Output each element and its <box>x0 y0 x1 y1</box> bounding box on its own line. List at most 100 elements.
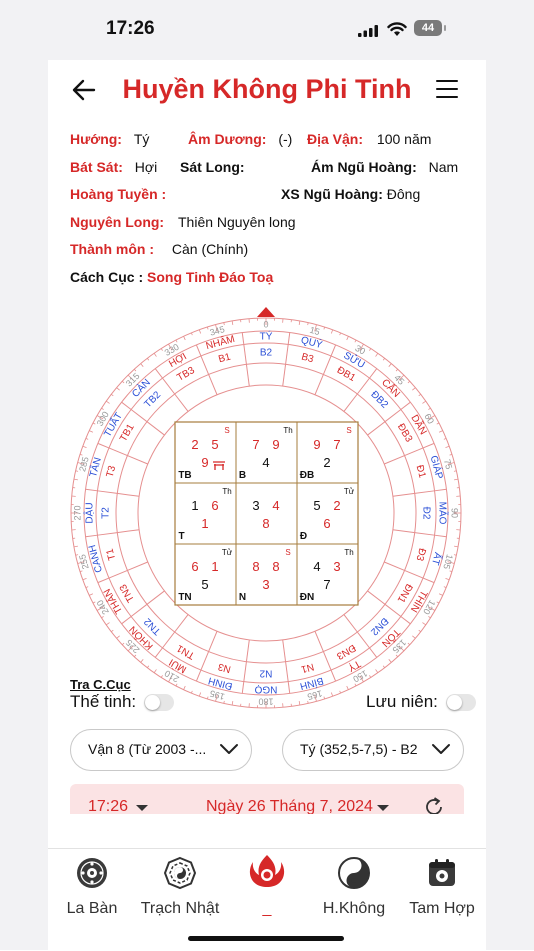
compass-divider <box>147 422 164 435</box>
compass-divider <box>196 345 201 356</box>
compass-tick <box>324 327 325 329</box>
compass-divider <box>97 533 117 536</box>
compass-tick <box>86 587 88 588</box>
compass-tick <box>199 692 200 696</box>
compass-tick <box>454 546 458 547</box>
compass-divider <box>246 640 249 662</box>
compass-divider <box>357 632 369 648</box>
palace-label: ĐN <box>300 592 314 603</box>
info-hoangtuyen: Hoàng Tuyền : <box>70 186 166 202</box>
degree-label: 15 <box>309 325 321 337</box>
compass-tick <box>161 675 162 677</box>
tab-tam-hop[interactable]: Tam Hợp <box>398 855 486 918</box>
the-tinh-toggle[interactable] <box>144 694 174 711</box>
date-picker[interactable]: Ngày 26 Tháng 7, 2024 <box>206 798 373 814</box>
compass-tick <box>340 691 341 693</box>
compass-divider <box>283 640 286 662</box>
tab-trach-nhat[interactable]: Trạch Nhật <box>136 855 224 918</box>
compass-divider <box>331 345 336 356</box>
compass-divider <box>109 448 127 456</box>
compass-divider <box>323 356 331 374</box>
sector-label: B2 <box>260 348 273 359</box>
compass-tick <box>191 691 192 693</box>
compass-tick <box>389 364 392 367</box>
compass-tick <box>299 321 300 325</box>
compass-divider <box>98 578 109 583</box>
period-star: 8 <box>262 516 269 531</box>
info-satlong: Sát Long: <box>180 159 245 175</box>
signal-icon <box>358 25 380 37</box>
compass-tick <box>454 471 456 472</box>
compass-tick <box>134 369 136 371</box>
luu-nien-toggle[interactable] <box>446 694 476 711</box>
degree-label: 180 <box>258 697 273 707</box>
water-star: 4 <box>272 498 279 513</box>
compass-divider <box>201 652 209 670</box>
compass-divider <box>384 456 404 464</box>
time-picker[interactable]: 17:26 <box>88 798 128 814</box>
tab-h-khong[interactable]: H.Không <box>310 855 398 918</box>
compass-divider <box>97 491 117 494</box>
the-tinh-label: Thế tinh: <box>70 692 136 711</box>
compass-tick <box>106 401 109 403</box>
water-star: 6 <box>211 498 218 513</box>
water-star: 5 <box>211 437 218 452</box>
compass-tick <box>422 401 425 403</box>
calendar-icon <box>426 857 458 889</box>
compass-tick <box>450 571 452 572</box>
sector-label: Đ1 <box>414 464 428 480</box>
compass-tick <box>299 701 300 705</box>
mountain-star: 8 <box>252 559 259 574</box>
compass-divider <box>209 374 217 394</box>
compass-divider <box>163 632 175 648</box>
info-batsat: Bát Sát: Hợi <box>70 159 157 175</box>
period-star: 2 <box>323 455 330 470</box>
water-star: 7 <box>333 437 340 452</box>
compass-tick <box>106 623 109 625</box>
water-star: 1 <box>211 559 218 574</box>
compass-divider <box>122 616 132 623</box>
page-title: Huyền Không Phi Tinh <box>48 74 486 105</box>
water-star: 9 <box>272 437 279 452</box>
compass-tick <box>154 353 156 356</box>
compass-tick <box>389 659 392 662</box>
compass-tick <box>439 594 443 596</box>
wifi-icon <box>387 22 407 37</box>
info-thanhmon: Thành môn : Càn (Chính) <box>70 241 248 257</box>
compass-tick <box>83 578 87 579</box>
compass-divider <box>393 530 415 533</box>
star-tag: Th <box>222 487 231 496</box>
compass-tick <box>331 692 332 696</box>
sector-label: T3 <box>105 464 119 479</box>
compass-divider <box>286 662 289 682</box>
caret-down-icon[interactable] <box>135 804 149 812</box>
refresh-icon[interactable] <box>423 796 445 814</box>
luopan-compass[interactable]: 0153045607590105120135150165180195210225… <box>64 306 469 716</box>
huong-select[interactable]: Tý (352,5-7,5) - B2 <box>282 729 464 771</box>
compass-tick <box>369 349 370 351</box>
van-select[interactable]: Vận 8 (Từ 2003 -... <box>70 729 252 771</box>
period-star: 1 <box>201 516 208 531</box>
mountain-star: 7 <box>252 437 259 452</box>
compass-divider <box>244 662 247 682</box>
compass-tick <box>102 408 104 409</box>
compass-tick <box>308 323 309 325</box>
compass-tick <box>376 669 378 672</box>
mountain-label: TÝ <box>260 330 273 343</box>
compass-tick <box>122 643 124 645</box>
hamburger-menu-icon[interactable] <box>436 80 458 98</box>
compass-divider <box>423 578 434 583</box>
degree-label: 270 <box>73 505 83 520</box>
compass-divider <box>331 670 336 681</box>
compass-tick <box>207 697 208 699</box>
star-tag: Th <box>283 426 292 435</box>
compass-tick <box>396 369 398 371</box>
compass-divider <box>344 394 357 411</box>
compass-divider <box>283 364 286 386</box>
tab-la-ban[interactable]: La Bàn <box>48 855 136 918</box>
caret-down-icon[interactable] <box>376 804 390 812</box>
tab-huyen-khong-phi-tinh[interactable]: _ <box>223 855 311 918</box>
tra-cach-cuc-link[interactable]: Tra C.Cục <box>70 677 131 692</box>
mountain-star: 6 <box>191 559 198 574</box>
compass-tick <box>383 358 385 360</box>
